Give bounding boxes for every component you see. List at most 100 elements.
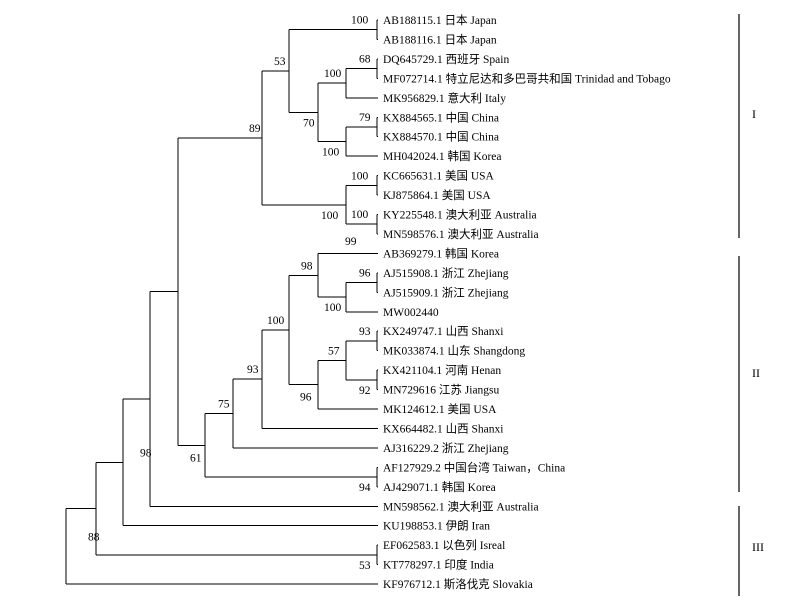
bootstrap-value: 53 (359, 560, 371, 572)
region: 西班牙 Spain (443, 53, 510, 66)
bootstrap-value: 70 (303, 117, 315, 129)
accession: AB369279.1 (383, 248, 442, 260)
region: 中国 China (443, 131, 499, 144)
accession: AJ316229.2 (383, 443, 439, 455)
bootstrap-value: 100 (351, 170, 369, 182)
accession: MH042024.1 (383, 151, 445, 163)
taxon-label: AJ316229.2 浙江 Zhejiang (383, 442, 509, 455)
bootstrap-value: 98 (140, 447, 152, 459)
taxon-label: AB188115.1 日本 Japan (383, 13, 497, 27)
accession: MF072714.1 (383, 73, 443, 85)
bootstrap-value: 79 (359, 112, 371, 124)
region: 日本 Japan (442, 13, 497, 27)
taxon-label: AJ515908.1 浙江 Zhejiang (383, 267, 509, 280)
bootstrap-value: 88 (88, 531, 100, 543)
bootstrap-value: 98 (301, 260, 313, 272)
region: 美国 USA (445, 402, 497, 416)
taxon-label: MF072714.1 特立尼达和多巴哥共和国 Trinidad and Toba… (383, 71, 671, 85)
accession: KX884565.1 (383, 112, 443, 124)
region: 特立尼达和多巴哥共和国 Trinidad and Tobago (443, 71, 671, 85)
bootstrap-value: 100 (321, 210, 339, 222)
taxon-label: EF062583.1 以色列 Isreal (383, 538, 505, 552)
clade-label-II: II (752, 366, 760, 380)
region: 韩国 Korea (442, 246, 499, 260)
bootstrap-value: 100 (324, 68, 342, 80)
bootstrap-value: 61 (190, 452, 202, 464)
region: 浙江 Zhejiang (439, 267, 509, 280)
region: 斯洛伐克 Slovakia (441, 577, 533, 591)
taxon-label: KT778297.1 印度 India (383, 558, 494, 572)
region: 江苏 Jiangsu (436, 384, 499, 397)
accession: MW002440 (383, 307, 439, 319)
region: 山西 Shanxi (443, 325, 504, 338)
accession: AJ515909.1 (383, 287, 439, 299)
region: 伊朗 Iran (443, 520, 491, 533)
taxon-label: AB188116.1 日本 Japan (383, 32, 497, 46)
region: 韩国 Korea (445, 149, 502, 163)
taxon-label: KF976712.1 斯洛伐克 Slovakia (383, 577, 533, 591)
accession: KJ875864.1 (383, 190, 439, 202)
accession: MK124612.1 (383, 404, 445, 416)
accession: AB188115.1 (383, 15, 442, 27)
region: 澳大利亚 Australia (445, 227, 539, 241)
tree-branches (65, 19, 378, 585)
taxon-label: KU198853.1 伊朗 Iran (383, 520, 490, 533)
region: 以色列 Isreal (440, 538, 506, 552)
region: 浙江 Zhejiang (439, 286, 509, 299)
taxon-label: MK124612.1 美国 USA (383, 402, 497, 416)
region: 中国 China (443, 111, 499, 124)
region: 中国台湾 Taiwan，China (441, 460, 565, 474)
accession: KX664482.1 (383, 423, 443, 435)
region: 美国 USA (439, 188, 491, 202)
taxon-label: KY225548.1 澳大利亚 Australia (383, 208, 537, 222)
taxon-label: KJ875864.1 美国 USA (383, 188, 491, 202)
accession: KX884570.1 (383, 132, 443, 144)
accession: KX421104.1 (383, 365, 443, 377)
bootstrap-value: 100 (324, 302, 342, 314)
taxon-label: KX884570.1 中国 China (383, 131, 499, 144)
accession: MN598562.1 (383, 501, 445, 513)
taxon-label: MK956829.1 意大利 Italy (383, 91, 506, 105)
taxon-label: DQ645729.1 西班牙 Spain (383, 53, 509, 66)
bootstrap-value: 93 (359, 326, 371, 338)
accession: KY225548.1 (383, 210, 443, 222)
region: 河南 Henan (442, 363, 501, 377)
accession: MN598576.1 (383, 229, 445, 241)
taxon-label: MN598576.1 澳大利亚 Australia (383, 227, 539, 241)
accession: KX249747.1 (383, 326, 443, 338)
taxon-label: MN598562.1 澳大利亚 Australia (383, 499, 539, 513)
region: 美国 USA (442, 169, 494, 183)
accession: MK033874.1 (383, 346, 445, 358)
region: 韩国 Korea (439, 480, 496, 494)
accession: KT778297.1 (383, 560, 442, 572)
region: 意大利 Italy (445, 91, 507, 105)
accession: MN729616 (383, 385, 436, 397)
bootstrap-value: 100 (351, 209, 369, 221)
clade-label-III: III (752, 540, 764, 554)
region: 澳大利亚 Australia (443, 208, 537, 222)
region: 山东 Shangdong (445, 345, 526, 358)
taxon-label: MW002440 (383, 307, 439, 319)
accession: EF062583.1 (383, 540, 440, 552)
accession: DQ645729.1 (383, 54, 443, 66)
taxon-label: MH042024.1 韩国 Korea (383, 149, 502, 163)
accession: AJ429071.1 (383, 482, 439, 494)
taxon-label: AF127929.2 中国台湾 Taiwan，China (383, 460, 565, 474)
bootstrap-value: 94 (359, 482, 371, 494)
taxon-label: AB369279.1 韩国 Korea (383, 246, 499, 260)
bootstrap-value: 100 (267, 315, 285, 327)
clade-label-I: I (752, 107, 756, 121)
taxon-label: KX664482.1 山西 Shanxi (383, 422, 503, 435)
accession: AB188116.1 (383, 34, 442, 46)
accession: KU198853.1 (383, 521, 443, 533)
region: 澳大利亚 Australia (445, 499, 539, 513)
taxon-label: MN729616 江苏 Jiangsu (383, 384, 500, 397)
taxon-label: MK033874.1 山东 Shangdong (383, 345, 525, 358)
bootstrap-values: 1006810079100705310010010089961009893925… (88, 15, 371, 572)
bootstrap-value: 75 (218, 399, 230, 411)
taxon-label: AJ515909.1 浙江 Zhejiang (383, 286, 509, 299)
bootstrap-value: 100 (322, 147, 340, 159)
region: 日本 Japan (442, 32, 497, 46)
